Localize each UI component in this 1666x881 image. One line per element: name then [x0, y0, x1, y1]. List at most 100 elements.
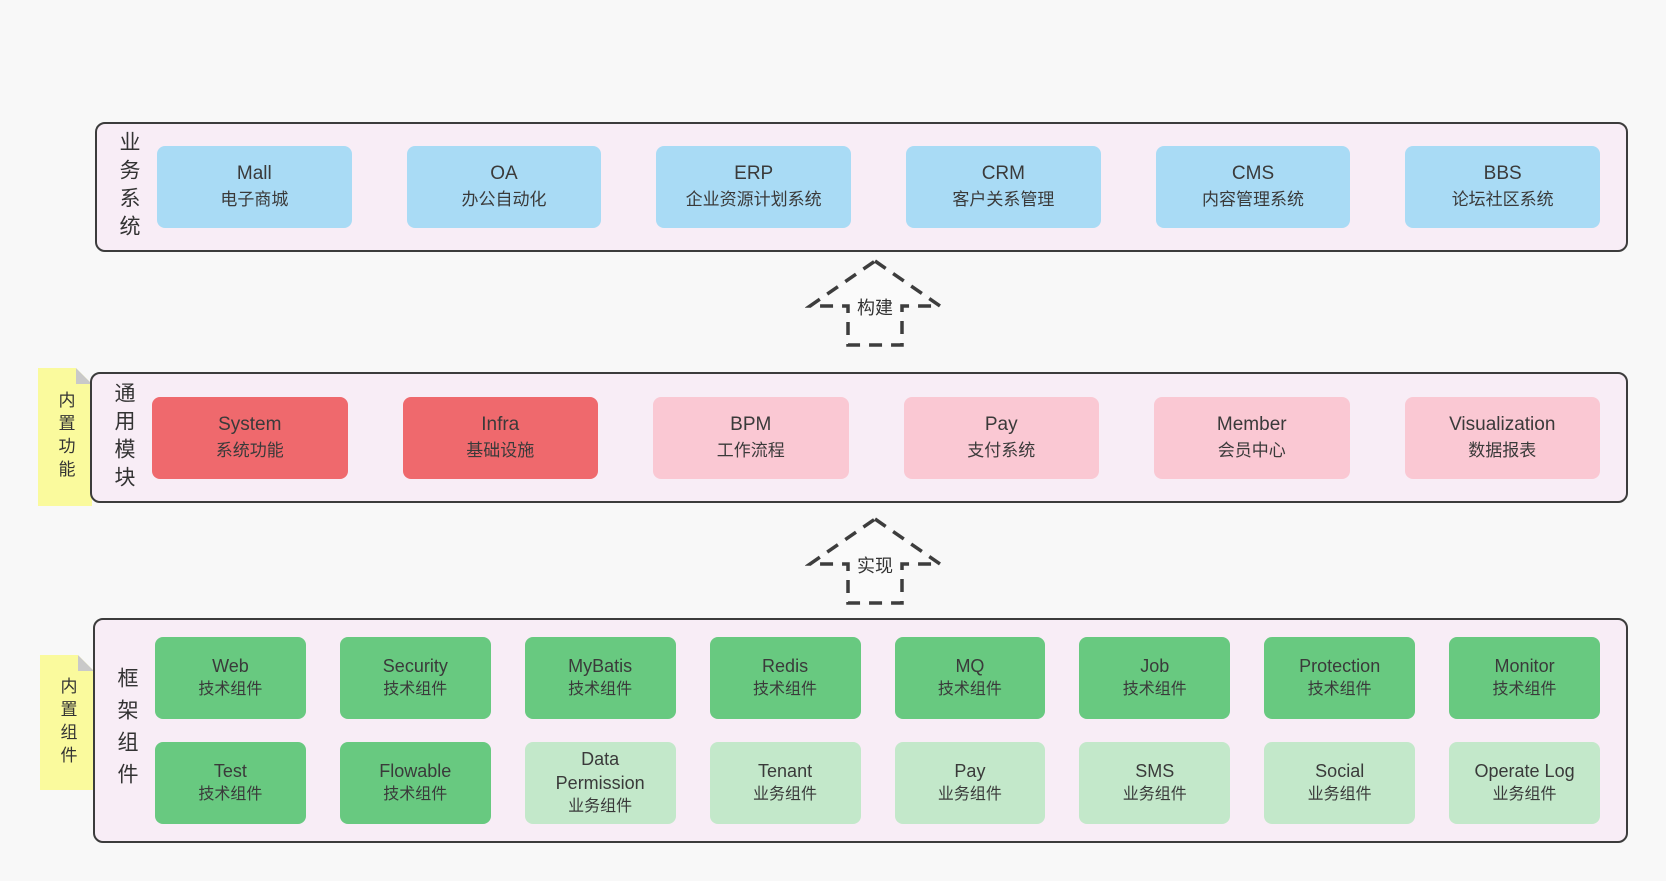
box-crm-name: CRM — [981, 163, 1025, 184]
box-erp-desc: 企业资源计划系统 — [685, 190, 822, 209]
box-member-name: Member — [1216, 413, 1287, 435]
box-protection-name: Protection — [1299, 656, 1381, 676]
box-test-desc: 技术组件 — [198, 786, 263, 803]
box-operate-log: Operate Log 业务组件 — [1449, 742, 1600, 824]
box-mall: Mall 电子商城 — [157, 146, 352, 228]
box-visualization-name: Visualization — [1449, 413, 1556, 435]
components-row-2: Test 技术组件 Flowable 技术组件 Data Permission … — [155, 742, 1600, 824]
box-mall-desc: 电子商城 — [220, 190, 289, 209]
box-social-desc: 业务组件 — [1307, 786, 1372, 803]
modules-boxes: System 系统功能 Infra 基础设施 BPM 工作流程 Pay 支付系统… — [152, 396, 1600, 479]
box-flowable-desc: 技术组件 — [383, 786, 448, 803]
box-data-permission-name: Data Permission — [555, 749, 645, 793]
box-redis-name: Redis — [762, 656, 809, 676]
box-mybatis-desc: 技术组件 — [568, 681, 633, 698]
box-erp-name: ERP — [734, 163, 774, 184]
box-flowable: Flowable 技术组件 — [339, 742, 491, 824]
sticky-note-builtin-features: 内置功能 — [38, 368, 92, 506]
components-row-1: Web 技术组件 Security 技术组件 MyBatis 技术组件 Redi… — [155, 637, 1600, 719]
box-job: Job 技术组件 — [1079, 637, 1231, 719]
business-boxes: Mall 电子商城 OA 办公自动化 ERP 企业资源计划系统 CRM 客户关系… — [157, 146, 1601, 228]
band-business-label: 业务系统 — [117, 131, 140, 243]
box-infra: Infra 基础设施 — [402, 396, 598, 479]
box-mq-desc: 技术组件 — [937, 681, 1002, 698]
box-web-name: Web — [212, 656, 249, 676]
box-operate-log-desc: 业务组件 — [1492, 786, 1557, 803]
components-rows: Web 技术组件 Security 技术组件 MyBatis 技术组件 Redi… — [155, 637, 1600, 824]
box-bpm: BPM 工作流程 — [653, 396, 849, 479]
box-tenant-desc: 业务组件 — [753, 786, 818, 803]
box-redis-desc: 技术组件 — [753, 681, 818, 698]
box-system-desc: 系统功能 — [215, 440, 284, 460]
box-visualization: Visualization 数据报表 — [1404, 396, 1600, 479]
sticky-builtin-features-text: 内置功能 — [55, 391, 75, 483]
box-member: Member 会员中心 — [1154, 396, 1350, 479]
sticky-note-builtin-components: 内置组件 — [40, 655, 94, 790]
box-cms-desc: 内容管理系统 — [1202, 190, 1305, 209]
box-security-desc: 技术组件 — [383, 681, 448, 698]
box-pay-component-desc: 业务组件 — [937, 786, 1002, 803]
box-social: Social 业务组件 — [1264, 742, 1416, 824]
box-tenant: Tenant 业务组件 — [709, 742, 861, 824]
box-infra-desc: 基础设施 — [466, 440, 535, 460]
box-social-name: Social — [1315, 761, 1365, 781]
box-pay-module: Pay 支付系统 — [903, 396, 1099, 479]
box-bpm-desc: 工作流程 — [716, 440, 785, 460]
box-protection-desc: 技术组件 — [1307, 681, 1372, 698]
box-security-name: Security — [382, 656, 448, 676]
box-infra-name: Infra — [481, 413, 520, 435]
box-test: Test 技术组件 — [155, 742, 306, 824]
box-data-permission-desc: 业务组件 — [568, 798, 633, 815]
box-visualization-desc: 数据报表 — [1468, 440, 1537, 460]
arrow-implement-label: 实现 — [854, 552, 896, 578]
box-monitor: Monitor 技术组件 — [1449, 637, 1600, 719]
box-job-name: Job — [1140, 656, 1170, 676]
box-cms-name: CMS — [1231, 163, 1275, 184]
box-mq: MQ 技术组件 — [894, 637, 1046, 719]
box-web-desc: 技术组件 — [198, 681, 263, 698]
box-pay-module-name: Pay — [984, 413, 1018, 435]
box-data-permission: Data Permission 业务组件 — [524, 742, 676, 824]
box-job-desc: 技术组件 — [1122, 681, 1187, 698]
arrow-build: 构建 — [805, 258, 945, 348]
box-flowable-name: Flowable — [379, 761, 452, 781]
box-operate-log-name: Operate Log — [1474, 761, 1575, 781]
box-pay-component: Pay 业务组件 — [894, 742, 1046, 824]
box-bbs-desc: 论坛社区系统 — [1451, 190, 1554, 209]
box-mybatis-name: MyBatis — [568, 656, 633, 676]
box-protection: Protection 技术组件 — [1264, 637, 1416, 719]
sticky-fold-icon — [78, 655, 94, 671]
box-bbs-name: BBS — [1483, 163, 1522, 184]
box-crm: CRM 客户关系管理 — [906, 146, 1101, 228]
box-system-name: System — [218, 413, 282, 435]
box-pay-module-desc: 支付系统 — [967, 440, 1036, 460]
box-mall-name: Mall — [236, 163, 272, 184]
box-tenant-name: Tenant — [758, 761, 813, 781]
box-security: Security 技术组件 — [339, 637, 491, 719]
band-components-label: 框架组件 — [115, 666, 138, 795]
band-framework-components: 框架组件 Web 技术组件 Security 技术组件 MyBatis 技术组件… — [93, 618, 1628, 843]
box-crm-desc: 客户关系管理 — [952, 190, 1055, 209]
box-member-desc: 会员中心 — [1217, 440, 1286, 460]
arrow-implement: 实现 — [805, 516, 945, 606]
box-erp: ERP 企业资源计划系统 — [656, 146, 852, 228]
box-monitor-desc: 技术组件 — [1492, 681, 1557, 698]
box-oa-desc: 办公自动化 — [461, 190, 547, 209]
box-sms-desc: 业务组件 — [1122, 786, 1187, 803]
box-web: Web 技术组件 — [155, 637, 306, 719]
box-monitor-name: Monitor — [1494, 656, 1555, 676]
band-modules-label: 通用模块 — [112, 381, 135, 494]
box-test-name: Test — [213, 761, 247, 781]
box-redis: Redis 技术组件 — [709, 637, 861, 719]
box-sms-name: SMS — [1135, 761, 1175, 781]
box-oa: OA 办公自动化 — [406, 146, 602, 228]
box-system: System 系统功能 — [152, 396, 348, 479]
box-cms: CMS 内容管理系统 — [1155, 146, 1351, 228]
box-bpm-name: BPM — [730, 413, 772, 435]
box-pay-component-name: Pay — [954, 761, 986, 781]
box-oa-name: OA — [490, 163, 518, 184]
box-mq-name: MQ — [955, 656, 985, 676]
band-business-systems: 业务系统 Mall 电子商城 OA 办公自动化 ERP 企业资源计划系统 CRM… — [95, 122, 1628, 252]
box-sms: SMS 业务组件 — [1079, 742, 1231, 824]
band-common-modules: 通用模块 System 系统功能 Infra 基础设施 BPM 工作流程 Pay… — [90, 372, 1628, 503]
